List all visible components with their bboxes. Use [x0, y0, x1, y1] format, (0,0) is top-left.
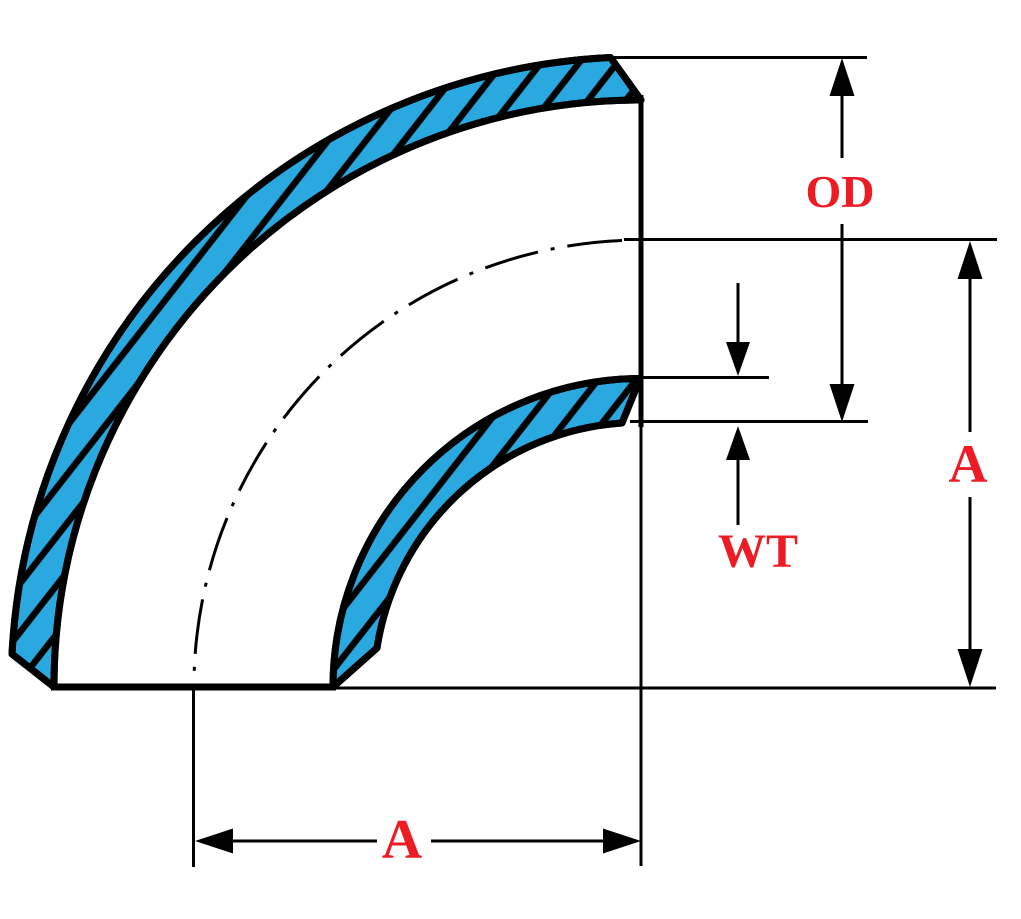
- wt-arrow-down: [726, 342, 750, 376]
- a-right-arrow-up: [957, 241, 983, 279]
- wt-arrow-up: [726, 426, 750, 460]
- outer-wall-hatching: [8, 54, 645, 691]
- a-right-dimension: [957, 241, 983, 687]
- a-bottom-arrow-left: [195, 828, 233, 854]
- a-right-arrow-down: [957, 649, 983, 687]
- a-bottom-label: A: [381, 809, 423, 871]
- centerline-arc: [192, 239, 623, 682]
- wt-label: WT: [717, 525, 799, 578]
- od-label: OD: [805, 166, 875, 217]
- od-arrow-down: [829, 384, 855, 422]
- wt-dimension: [726, 283, 750, 525]
- a-right-label: A: [948, 434, 988, 494]
- a-bottom-dimension: [195, 828, 641, 854]
- inner-wall-hatching: [329, 375, 644, 691]
- od-arrow-up: [829, 58, 855, 96]
- a-bottom-arrow-right: [603, 828, 641, 854]
- od-dimension: [829, 58, 855, 422]
